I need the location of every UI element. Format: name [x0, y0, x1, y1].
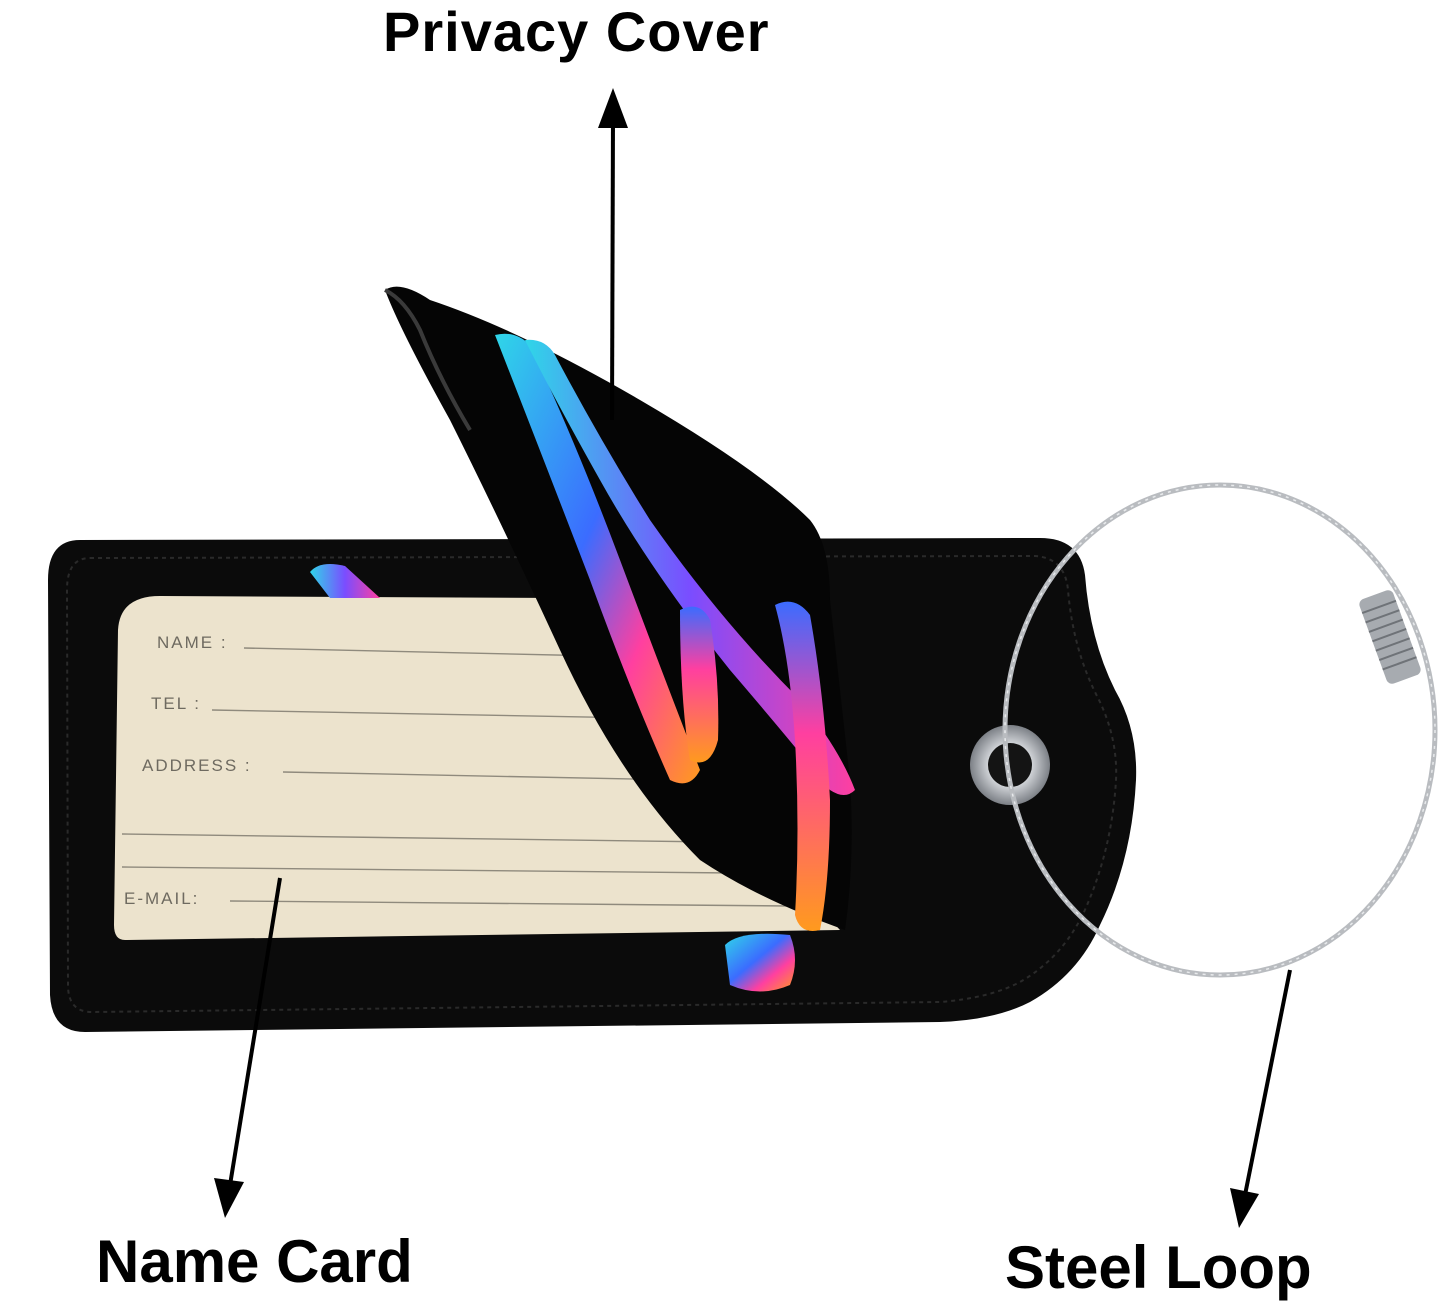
card-field-address: ADDRESS :	[142, 756, 252, 775]
card-field-tel: TEL :	[151, 694, 201, 713]
flap-stripe-pink	[680, 606, 719, 763]
name-card-label: Name Card	[96, 1228, 413, 1295]
arrow-privacy-cover	[598, 88, 628, 421]
steel-loop-clasp	[1359, 590, 1421, 684]
steel-loop-inner	[1004, 484, 1436, 976]
card-field-email: E-MAIL:	[124, 889, 200, 908]
privacy-cover-label: Privacy Cover	[383, 0, 770, 63]
name-card	[114, 596, 840, 940]
arrow-name-card	[214, 877, 282, 1218]
flap-stripe-orange	[775, 601, 830, 931]
card-lines	[121, 647, 791, 907]
flap-stripe-second	[525, 339, 855, 795]
steel-loop-label: Steel Loop	[1005, 1234, 1312, 1301]
tag-stitching	[65, 554, 1118, 1014]
privacy-cover-edge	[384, 288, 472, 432]
eyelet-hole	[988, 743, 1032, 787]
card-field-name: NAME :	[157, 633, 228, 652]
flap-stripe-cyan	[495, 333, 700, 784]
arrow-steel-loop	[1230, 969, 1292, 1228]
stripe-peek-bottom	[725, 933, 795, 992]
stripe-peek-left	[310, 564, 380, 598]
